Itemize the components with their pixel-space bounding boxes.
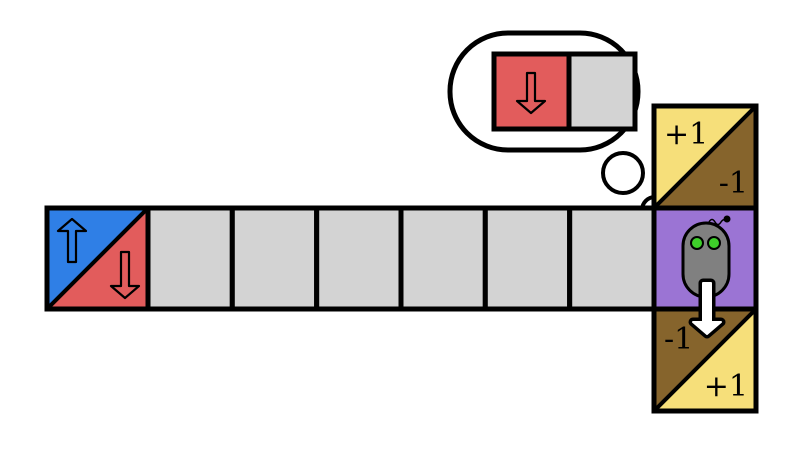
arrow-down-icon — [109, 250, 141, 300]
lower-arm-diagonal — [654, 309, 756, 411]
corridor-cell — [482, 205, 573, 312]
upper-arm-top-reward: +1 — [664, 117, 708, 152]
cue-diagonal — [47, 208, 148, 309]
corridor-cell — [567, 205, 657, 312]
robot-icon — [681, 215, 731, 299]
lower-arm-cell: -1 +1 — [651, 306, 759, 414]
lower-arm-top-reward: -1 — [664, 322, 693, 357]
arrow-up-icon — [56, 217, 88, 264]
robot-antenna-tip — [723, 215, 731, 223]
memory-arrow-down-icon — [515, 71, 547, 115]
corridor — [145, 205, 657, 312]
thought-bubble-icon — [447, 30, 670, 225]
corridor-cell — [229, 205, 320, 312]
corridor-cell — [398, 205, 488, 312]
cue-cell — [47, 208, 148, 309]
memory-slot-1 — [566, 51, 638, 132]
upper-arm-bottom-reward: -1 — [719, 166, 748, 201]
robot-antenna — [708, 218, 726, 226]
robot-left-eye — [690, 236, 704, 250]
thought-dot-medium — [601, 151, 645, 195]
arrow-down-icon — [692, 282, 722, 335]
robot-right-eye — [707, 236, 721, 250]
corridor-cell — [145, 205, 235, 312]
upper-arm-cell: +1 -1 — [651, 103, 759, 211]
lower-arm-bottom-reward: +1 — [704, 369, 748, 404]
upper-arm-diagonal — [654, 106, 756, 208]
memory-slot-0 — [491, 51, 572, 132]
corridor-cell — [314, 205, 404, 312]
